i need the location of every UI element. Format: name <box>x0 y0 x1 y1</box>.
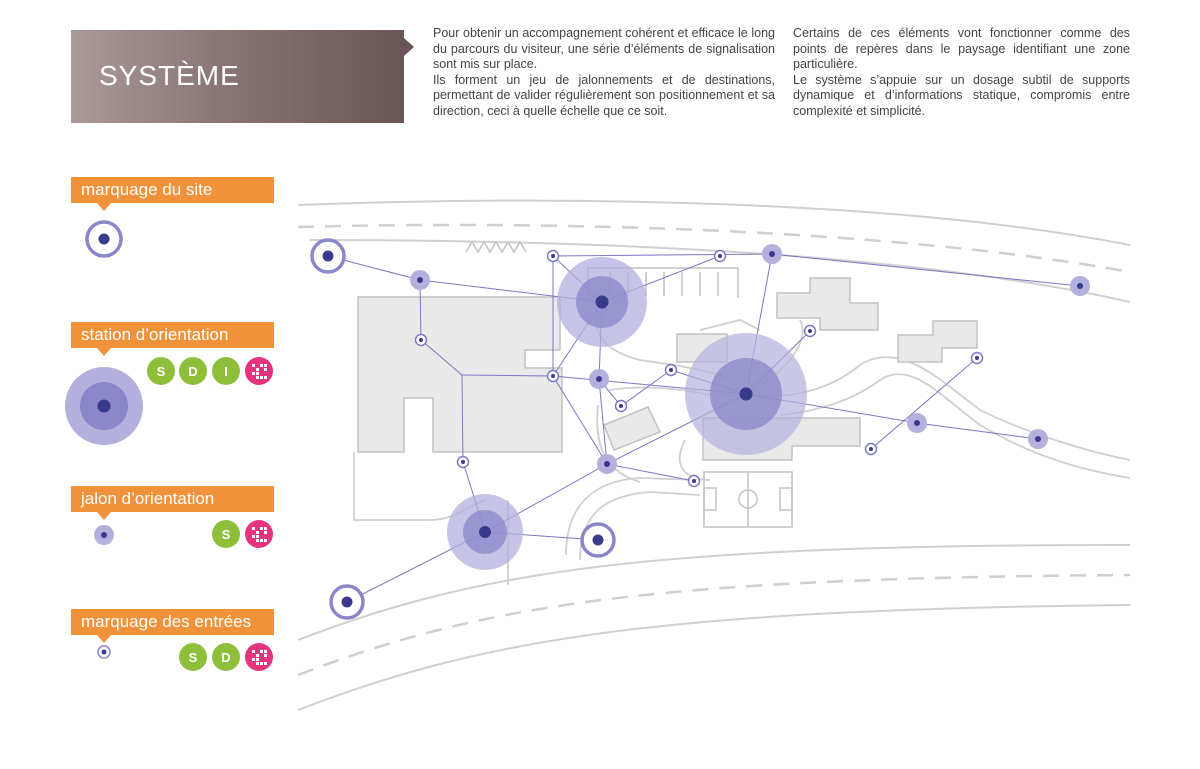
football-field-box <box>779 487 793 511</box>
badge-i: I <box>212 357 240 385</box>
legend-label-text: jalon d’orientation <box>81 489 215 508</box>
footpath <box>596 404 641 483</box>
site-ring-dot <box>322 250 334 262</box>
marker-dot <box>1077 283 1083 289</box>
entrance-dot <box>692 479 696 483</box>
orientation-stations <box>447 257 807 570</box>
badge-s: S <box>212 520 240 548</box>
link <box>916 422 1039 440</box>
station-dot <box>595 295 609 309</box>
footpath <box>699 319 761 331</box>
entrance-dot <box>808 329 812 333</box>
qr-code-icon <box>245 643 273 671</box>
qr-code-icon <box>245 357 273 385</box>
marker-dot <box>769 251 775 257</box>
link <box>461 374 464 463</box>
zigzag-wall <box>465 240 527 254</box>
site-ring-dot <box>592 534 604 546</box>
link <box>620 369 672 407</box>
marker-dot <box>1035 436 1041 442</box>
badge-s: S <box>147 357 175 385</box>
link <box>870 357 978 450</box>
building <box>776 277 879 331</box>
football-field-center <box>738 489 758 509</box>
football-field-box <box>703 487 717 511</box>
legend-label-site-marking: marquage du site <box>71 177 274 211</box>
entrance-dot <box>718 254 722 258</box>
footpath <box>565 477 701 556</box>
site-ring-dot <box>341 596 353 608</box>
building <box>897 320 978 363</box>
orientation-markers <box>410 244 1090 474</box>
intro-paragraph: Le système s’appuie sur un dosage subtil… <box>793 72 1130 118</box>
link <box>420 339 463 376</box>
badge-d: D <box>179 357 207 385</box>
entrance-dot <box>975 356 979 360</box>
legend-site-marker <box>85 220 123 258</box>
entrance-dot <box>461 460 465 464</box>
station-dot <box>479 526 491 538</box>
road-line <box>297 573 1131 677</box>
link <box>598 378 608 465</box>
entrance-dot <box>619 404 623 408</box>
legend-entrance-dot <box>101 649 107 655</box>
link <box>419 279 422 341</box>
entrance-dot <box>551 254 555 258</box>
legend-label-text: marquage du site <box>81 180 213 199</box>
legend-marker-dot <box>101 532 107 538</box>
link <box>461 374 554 377</box>
marker-dot <box>914 420 920 426</box>
entrance-dot <box>869 447 873 451</box>
link <box>606 463 695 482</box>
legend-label-orientation-marker: jalon d’orientation <box>71 486 274 520</box>
entrance-dot <box>669 368 673 372</box>
entrance-dot <box>419 338 423 342</box>
roads <box>297 199 1131 711</box>
road-line <box>297 544 1131 641</box>
link <box>552 375 608 465</box>
footpath <box>779 373 1131 479</box>
marker-dot <box>417 277 423 283</box>
legend-label-text: marquage des entrées <box>81 612 252 631</box>
road-line <box>297 199 1131 246</box>
legend-label-orientation-station: station d’orientation <box>71 322 274 356</box>
road-line <box>297 604 1131 711</box>
road-line <box>309 239 1131 303</box>
qr-code-icon <box>245 520 273 548</box>
building <box>357 296 563 453</box>
link <box>552 253 773 257</box>
station-dot <box>739 387 753 401</box>
intro-paragraph: Ils forment un jeu de jalonnements et de… <box>433 72 775 118</box>
marker-dot <box>604 461 610 467</box>
building <box>603 406 662 451</box>
entrance-dot <box>551 374 555 378</box>
legend-station-dot <box>97 399 111 413</box>
road-line <box>297 223 1131 274</box>
footpath <box>744 356 1131 461</box>
link <box>771 253 1081 287</box>
intro-paragraph: Certains de ces éléments vont fonctionne… <box>793 26 1130 72</box>
page-title: SYSTÈME <box>99 60 240 91</box>
site-markings <box>310 238 616 620</box>
legend-label-text: station d’orientation <box>81 325 229 344</box>
legend-site-marker-dot <box>98 233 110 245</box>
marker-dot <box>596 376 602 382</box>
legend-label-entrance-marking: marquage des entrées <box>71 609 274 643</box>
intro-column-1: Pour obtenir un accompagnement cohérent … <box>433 26 775 120</box>
legend-symbols <box>65 220 143 659</box>
intro-column-2: Certains de ces éléments vont fonctionne… <box>793 26 1130 120</box>
intro-paragraph: Pour obtenir un accompagnement cohérent … <box>433 26 775 72</box>
badge-d: D <box>212 643 240 671</box>
badge-s: S <box>179 643 207 671</box>
entrance-marker-dots <box>419 254 979 483</box>
legend-entrance-ring <box>97 645 111 659</box>
title-banner: SYSTÈME <box>71 30 414 123</box>
